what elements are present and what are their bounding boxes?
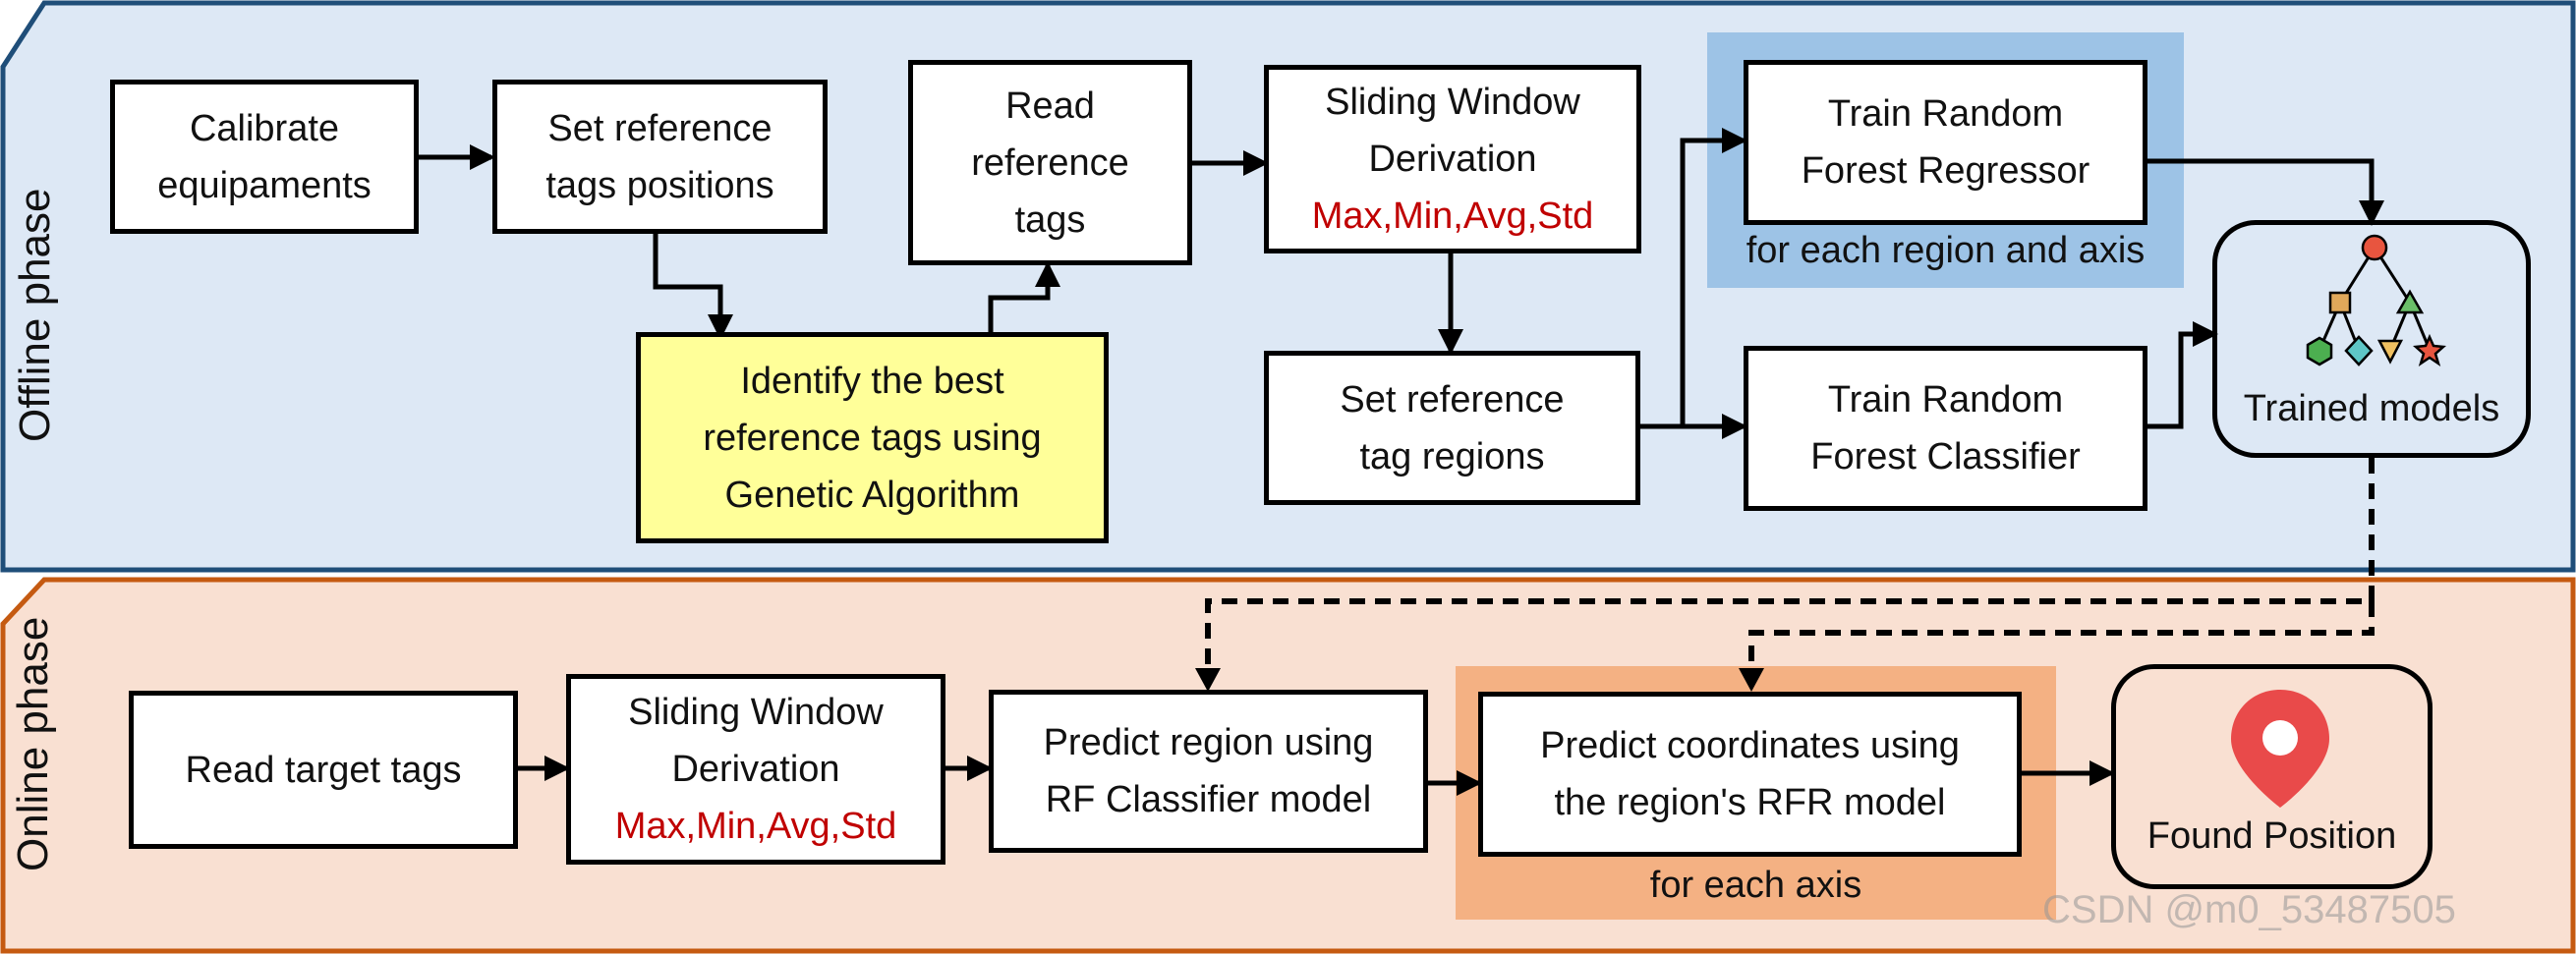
train-classifier-line-2: Forest Classifier [1810, 436, 2081, 477]
read-ref-line-2: reference [971, 141, 1129, 184]
calibrate-line-1: Calibrate [189, 107, 340, 149]
arrow-classifier-to-models [2146, 321, 2218, 429]
train-regressor-line-2: Forest Regressor [1801, 150, 2090, 192]
predict-region-line-1: Predict region using [1043, 722, 1374, 763]
offline-sliding-stats: Max,Min,Avg,Std [1311, 196, 1594, 237]
train-classifier-line-1: Train Random [1827, 379, 2064, 421]
arrow-identify-to-readref [988, 261, 1060, 334]
offline-phase-label: Offline phase [11, 188, 59, 442]
read-target-label: Read target tags [185, 749, 462, 791]
predict-coords-box: Predict coordinates using the region's R… [1478, 692, 2022, 857]
predict-coords-line-2: the region's RFR model [1554, 782, 1946, 823]
identify-best-line-1: Identify the best [740, 360, 1004, 402]
online-sliding-line-1: Sliding Window [628, 692, 884, 733]
watermark: CSDN @m0_53487505 [2042, 888, 2456, 931]
predict-coords-line-1: Predict coordinates using [1540, 725, 1960, 766]
offline-sliding-line-2: Derivation [1368, 139, 1537, 180]
set-ref-positions-box: Set reference tags positions [492, 80, 828, 234]
dashed-models-to-predictregion [1205, 458, 2375, 670]
read-ref-line-1: Read [1005, 84, 1095, 127]
train-regressor-line-1: Train Random [1827, 93, 2064, 135]
train-classifier-box: Train Random Forest Classifier [1744, 346, 2147, 511]
set-ref-positions-line-1: Set reference [547, 107, 773, 149]
identify-best-box: Identify the best reference tags using G… [636, 332, 1109, 543]
trained-models-box: Trained models [2212, 220, 2531, 458]
found-position-box: Found Position [2111, 664, 2433, 889]
calibrate-box: Calibrate equipaments [110, 80, 419, 234]
set-ref-positions-line-2: tags positions [545, 164, 774, 206]
identify-best-line-3: Genetic Algorithm [724, 474, 1020, 516]
set-ref-regions-box: Set reference tag regions [1264, 351, 1640, 505]
dashed-models-to-coords [1748, 601, 2375, 670]
online-sliding-window-box: Sliding Window Derivation Max,Min,Avg,St… [566, 674, 945, 865]
set-ref-regions-line-2: tag regions [1359, 435, 1545, 477]
online-sliding-stats: Max,Min,Avg,Std [614, 806, 897, 847]
coords-caption: for each axis [1649, 865, 1862, 906]
set-ref-regions-line-1: Set reference [1340, 378, 1565, 421]
regressor-caption: for each region and axis [1746, 230, 2146, 271]
read-ref-line-3: tags [1014, 198, 1086, 241]
found-position-label: Found Position [2147, 815, 2397, 857]
predict-region-line-2: RF Classifier model [1045, 779, 1372, 820]
offline-sliding-line-1: Sliding Window [1325, 82, 1580, 123]
calibrate-line-2: equipaments [157, 164, 372, 206]
location-pin-icon [2231, 690, 2329, 808]
trained-models-label: Trained models [2243, 388, 2500, 429]
offline-sliding-window-box: Sliding Window Derivation Max,Min,Avg,St… [1264, 65, 1641, 253]
arrow-setref-to-identify [653, 233, 733, 340]
train-regressor-box: Train Random Forest Regressor [1744, 60, 2147, 225]
identify-best-line-2: reference tags using [703, 417, 1042, 459]
read-target-box: Read target tags [129, 691, 518, 849]
read-ref-box: Read reference tags [908, 60, 1192, 265]
tree-icon [2306, 234, 2446, 366]
online-sliding-line-2: Derivation [671, 749, 840, 790]
predict-region-box: Predict region using RF Classifier model [989, 690, 1428, 853]
arrow-regressor-to-models [2146, 158, 2384, 226]
online-phase-label: Online phase [9, 616, 57, 871]
